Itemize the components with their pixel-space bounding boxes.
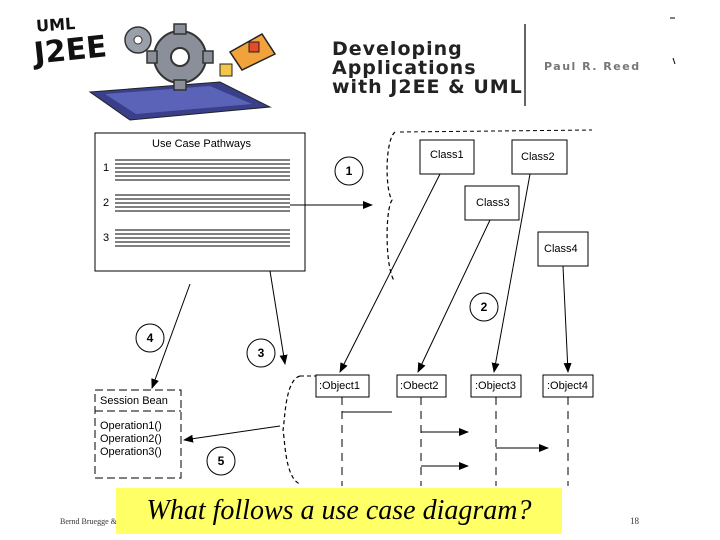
question-banner: What follows a use case diagram? [116,488,562,534]
object3-label: :Object3 [475,380,516,392]
book-title-line-3: with J2EE & UML [332,76,523,98]
step-4-circle [135,323,165,353]
book-title-line-2: Applications [332,57,477,79]
use-case-pathways-title: Use Case Pathways [152,138,252,150]
step-3-label: 3 [257,346,265,360]
page-number: 18 [630,516,639,526]
step-5-circle [206,446,236,476]
step-3-circle [246,338,276,368]
book-title-line-1: Developing [332,38,463,60]
book-author: Paul R. Reed [544,60,641,73]
sequence-messages [342,411,549,470]
pathway-3-label: 3 [103,232,110,244]
pathway-lines [115,159,290,247]
class3-label: Class3 [476,197,510,209]
book-banner: J2EE UML Developing Applications with J2… [30,12,680,122]
step-4-label: 4 [146,331,154,345]
step-2-circle [469,292,499,322]
session-bean-operation-2: Operation2() [100,433,162,445]
lifelines [341,397,569,486]
session-bean-box [94,389,182,479]
object1-label: :Object1 [319,380,360,392]
object4-label: :Object4 [547,380,588,392]
session-bean-operation-1: Operation1() [100,420,162,432]
session-bean-title: Session Bean [100,395,168,407]
svg-text:J2EE: J2EE [30,29,108,72]
class1-box [419,139,475,175]
class4-box [537,231,589,267]
step-5-label: 5 [217,454,225,468]
class1-label: Class1 [430,149,464,161]
pathway-2-label: 2 [103,197,110,209]
footer-author: Bernd Bruegge & [60,517,117,526]
class2-label: Class2 [521,151,555,163]
session-bean-operation-3: Operation3() [100,446,162,458]
use-case-pathways-box [94,132,306,272]
step-1-circle [334,156,364,186]
object2-label: :Obect2 [400,380,439,392]
svg-text:UML: UML [35,14,75,36]
laptop-gear-logo-icon: J2EE UML [30,14,526,121]
class3-box [464,185,520,221]
step-1-label: 1 [345,164,353,178]
class2-box [511,139,568,175]
class4-label: Class4 [544,243,578,255]
step-2-label: 2 [480,300,488,314]
pathway-1-label: 1 [103,162,110,174]
